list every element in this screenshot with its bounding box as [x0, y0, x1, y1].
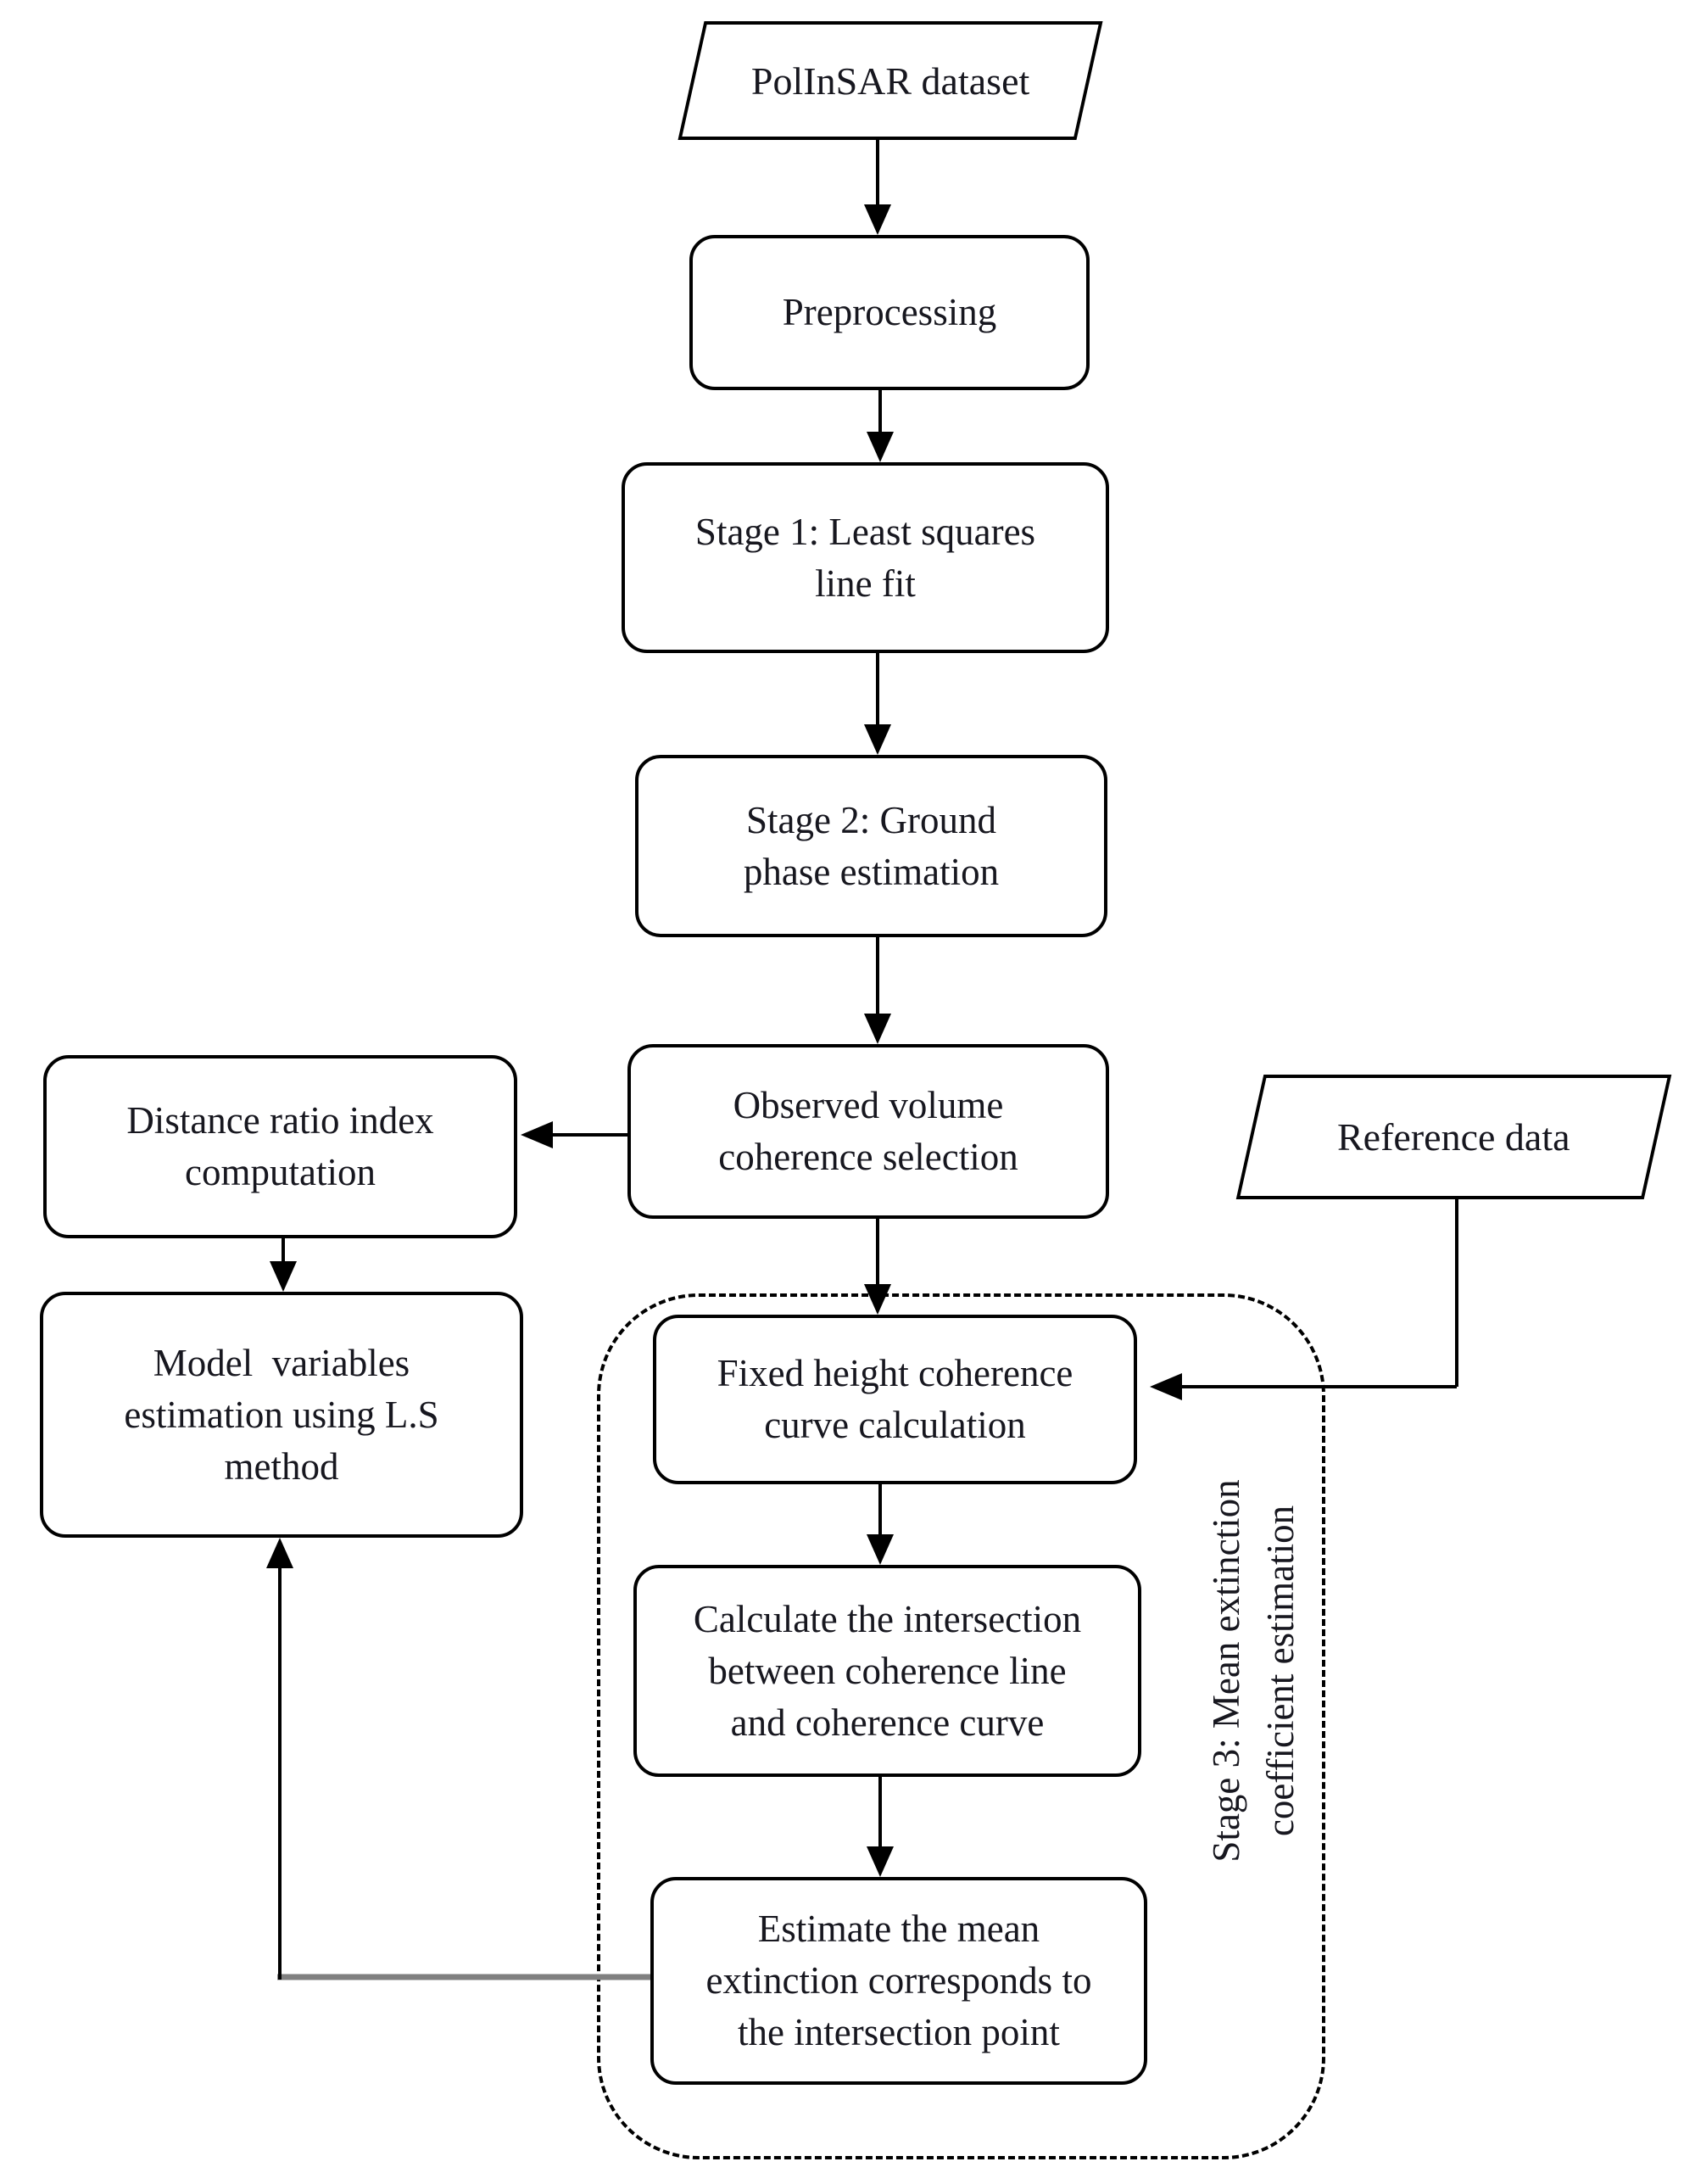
node-reference-data-label: Reference data: [1337, 1115, 1570, 1159]
node-calculate-intersection-label: Calculate the intersection between coher…: [693, 1597, 1082, 1744]
arrow-observed-to-distance: [521, 1121, 627, 1148]
node-observed-volume-coherence: Observed volume coherence selection: [627, 1044, 1109, 1219]
node-stage1-least-squares: Stage 1: Least squares line fit: [622, 462, 1109, 653]
arrow-preprocessing-to-stage1: [867, 390, 894, 462]
node-polinsar-dataset-label: PolInSAR dataset: [750, 59, 1030, 103]
node-calculate-intersection: Calculate the intersection between coher…: [633, 1565, 1141, 1777]
stage3-group-label: Stage 3: Mean extinction coefficient est…: [1194, 1399, 1313, 1942]
node-polinsar-dataset: PolInSAR dataset: [678, 21, 1103, 140]
node-model-variables-label: Model variables estimation using L.S met…: [124, 1341, 439, 1488]
node-preprocessing: Preprocessing: [689, 235, 1090, 390]
stage3-dashed-group: [597, 1293, 1325, 2159]
node-model-variables-estimation: Model variables estimation using L.S met…: [40, 1292, 523, 1538]
node-preprocessing-label: Preprocessing: [782, 291, 997, 333]
arrow-distance-to-model: [270, 1238, 297, 1292]
arrow-stage1-to-stage2: [864, 653, 891, 755]
node-reference-data: Reference data: [1235, 1075, 1672, 1199]
node-estimate-mean-extinction: Estimate the mean extinction corresponds…: [650, 1877, 1147, 2085]
node-distance-ratio-index: Distance ratio index computation: [43, 1055, 517, 1238]
arrow-stage2-to-observed: [864, 937, 891, 1044]
node-stage1-label: Stage 1: Least squares line fit: [694, 510, 1036, 605]
node-stage2-label: Stage 2: Ground phase estimation: [743, 798, 1000, 893]
node-estimate-mean-label: Estimate the mean extinction corresponds…: [705, 1908, 1092, 2053]
node-fixed-height-label: Fixed height coherence curve calculation: [717, 1352, 1073, 1446]
arrow-estimate-to-model-feedback: [266, 1538, 650, 1980]
node-observed-volume-label: Observed volume coherence selection: [718, 1084, 1018, 1178]
stage3-group-label-text: Stage 3: Mean extinction coefficient est…: [1205, 1479, 1302, 1863]
arrow-polinsar-to-preprocessing: [864, 140, 891, 235]
node-distance-ratio-label: Distance ratio index computation: [126, 1099, 434, 1193]
node-fixed-height-coherence: Fixed height coherence curve calculation: [653, 1315, 1137, 1484]
node-stage2-ground-phase: Stage 2: Ground phase estimation: [635, 755, 1107, 937]
